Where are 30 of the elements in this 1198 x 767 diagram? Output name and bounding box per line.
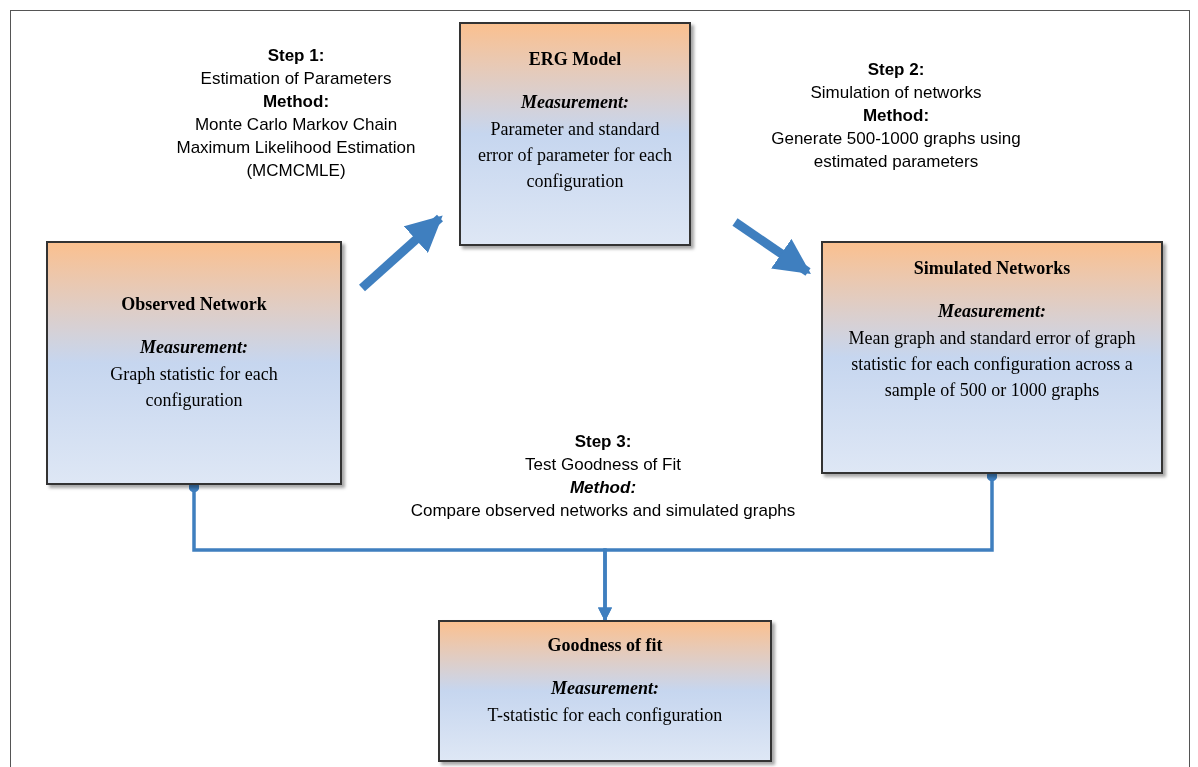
method-heading: Method:: [569, 477, 637, 499]
arrow: [359, 214, 443, 292]
step-text: Simulation of networks: [810, 82, 982, 104]
process-box: [46, 241, 342, 485]
process-box: [459, 22, 691, 246]
measurement-text: Graph statistic for each configuration: [109, 363, 279, 412]
step-text: Test Goodness of Fit: [525, 454, 681, 476]
method-heading: Step 2:: [867, 59, 925, 81]
method-heading: Method:: [262, 91, 330, 113]
box-title: Simulated Networks: [913, 257, 1071, 280]
measurement-heading: Measurement:: [938, 300, 1046, 323]
measurement-heading: Measurement:: [521, 91, 629, 114]
box-title: Goodness of fit: [547, 634, 663, 657]
measurement-text: Parameter and standard error of parameter for each configuration: [477, 118, 673, 193]
method-heading: Step 3:: [574, 431, 632, 453]
step-text: Generate 500-1000 graphs using estimated parameters: [770, 128, 1022, 173]
measurement-text: T-statistic for each configuration: [487, 704, 723, 727]
measurement-heading: Measurement:: [140, 336, 248, 359]
process-box: [821, 241, 1163, 474]
step-text: Monte Carlo Markov Chain Maximum Likelihood Estimation (MCMCMLE): [175, 114, 417, 182]
method-heading: Method:: [862, 105, 930, 127]
step-text: Compare observed networks and simulated graphs: [410, 500, 796, 522]
measurement-heading: Measurement:: [551, 677, 659, 700]
box-title: Observed Network: [121, 293, 267, 316]
step-text: Estimation of Parameters: [200, 68, 392, 90]
method-heading: Step 1:: [267, 45, 325, 67]
box-title: ERG Model: [528, 48, 622, 71]
measurement-text: Mean graph and standard error of graph statistic for each configuration across a sample of 500 or 1000 graphs: [847, 327, 1137, 402]
arrow: [732, 218, 811, 276]
process-box: [438, 620, 772, 762]
